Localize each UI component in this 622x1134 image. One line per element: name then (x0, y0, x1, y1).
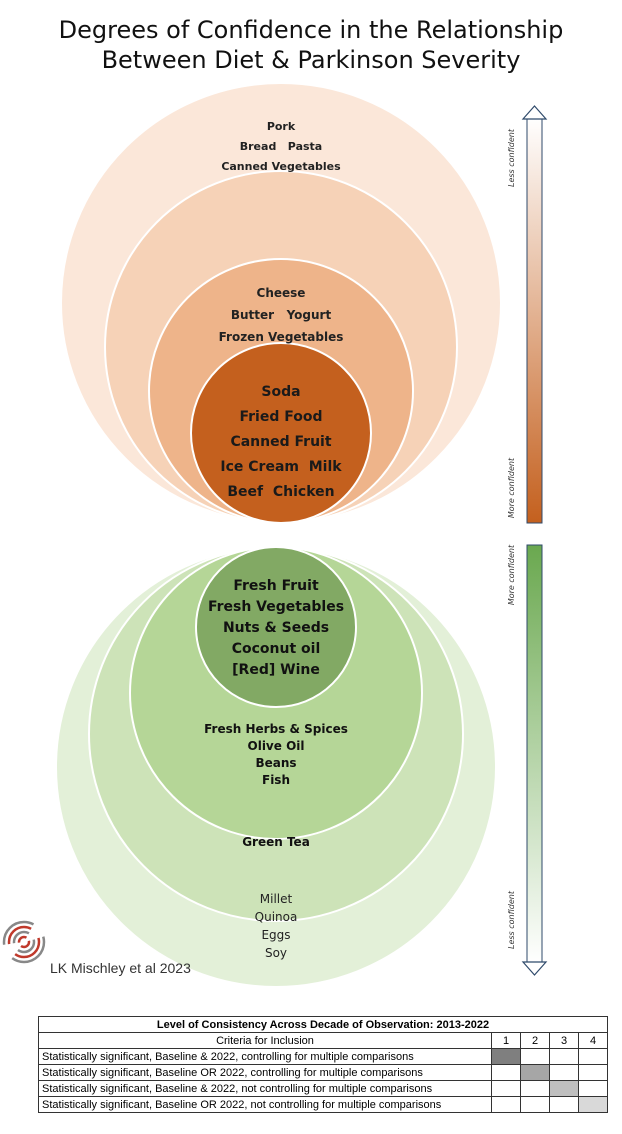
level-cell (520, 1048, 550, 1065)
level-cell (578, 1096, 608, 1113)
level-cell (520, 1096, 550, 1113)
diagram-title-line1: Degrees of Confidence in the Relationshi… (58, 16, 564, 44)
up-arrowhead (521, 105, 548, 120)
green-confidence-arrow-body (526, 544, 543, 964)
level-cell (549, 1048, 579, 1065)
maze-logo-icon (2, 920, 46, 964)
level-cell (491, 1048, 521, 1065)
credit-text: LK Mischley et al 2023 (50, 960, 191, 976)
level-3-header: 3 (549, 1032, 579, 1049)
level-4-header: 4 (578, 1032, 608, 1049)
protective-ring3-food-label: Olive Oil (248, 739, 305, 753)
criteria-label: Criteria for Inclusion (38, 1032, 492, 1049)
table-row: Statistically significant, Baseline & 20… (38, 1080, 608, 1097)
protective-ring1-food-label: Eggs (261, 928, 290, 942)
criteria-text: Statistically significant, Baseline & 20… (38, 1080, 492, 1097)
harmful-middle-food-label: Butter Yogurt (231, 308, 332, 322)
green-more-confident-label: More confident (507, 544, 516, 605)
protective-core-circle (195, 546, 357, 708)
criteria-text: Statistically significant, Baseline & 20… (38, 1048, 492, 1065)
level-2-header: 2 (520, 1032, 550, 1049)
protective-core-food-label: [Red] Wine (232, 662, 320, 678)
criteria-text: Statistically significant, Baseline OR 2… (38, 1064, 492, 1081)
table-header: Level of Consistency Across Decade of Ob… (38, 1016, 608, 1033)
harmful-middle-food-label: Frozen Vegetables (219, 330, 344, 344)
protective-ring1-food-label: Millet (260, 892, 293, 906)
criteria-text: Statistically significant, Baseline OR 2… (38, 1096, 492, 1113)
protective-core-food-label: Nuts & Seeds (223, 620, 329, 636)
level-1-header: 1 (491, 1032, 521, 1049)
table-row: Statistically significant, Baseline & 20… (38, 1048, 608, 1065)
protective-core-food-label: Coconut oil (232, 641, 321, 657)
level-cell (549, 1080, 579, 1097)
protective-ring3-food-label: Fresh Herbs & Spices (204, 722, 348, 736)
level-cell (578, 1048, 608, 1065)
harmful-core-food-label: Soda (261, 384, 300, 400)
orange-less-confident-label: Less confident (507, 128, 516, 187)
harmful-core-food-label: Beef Chicken (227, 484, 334, 500)
table-row: Statistically significant, Baseline OR 2… (38, 1064, 608, 1081)
level-cell (520, 1064, 550, 1081)
protective-core-food-label: Fresh Fruit (233, 578, 319, 594)
harmful-middle-food-label: Cheese (257, 286, 306, 300)
level-cell (578, 1080, 608, 1097)
table-row: Statistically significant, Baseline OR 2… (38, 1096, 608, 1113)
protective-ring1-food-label: Soy (265, 946, 287, 960)
level-cell (549, 1096, 579, 1113)
protective-ring3-food-label: Fish (262, 773, 290, 787)
criteria-table: Level of Consistency Across Decade of Ob… (38, 1016, 608, 1113)
harmful-outer-food-label: Bread Pasta (240, 140, 322, 153)
harmful-core-food-label: Ice Cream Milk (220, 459, 342, 475)
diagram-title-line2: Between Diet & Parkinson Severity (101, 46, 521, 74)
orange-confidence-arrow-body (526, 117, 543, 524)
level-cell (578, 1064, 608, 1081)
level-cell (491, 1064, 521, 1081)
harmful-outer-food-label: Canned Vegetables (221, 160, 341, 173)
harmful-core-food-label: Canned Fruit (230, 434, 331, 450)
harmful-outer-food-label: Pork (267, 120, 296, 133)
level-cell (491, 1096, 521, 1113)
level-cell (491, 1080, 521, 1097)
protective-ring2-food-label: Green Tea (242, 835, 310, 849)
protective-ring1-food-label: Quinoa (255, 910, 298, 924)
protective-core-food-label: Fresh Vegetables (208, 599, 344, 615)
harmful-core-food-label: Fried Food (239, 409, 322, 425)
green-less-confident-label: Less confident (507, 890, 516, 949)
protective-ring3-food-label: Beans (255, 756, 296, 770)
down-arrowhead (521, 961, 548, 976)
harmful-core-circle (190, 342, 372, 524)
level-cell (549, 1064, 579, 1081)
level-cell (520, 1080, 550, 1097)
orange-more-confident-label: More confident (507, 457, 516, 518)
